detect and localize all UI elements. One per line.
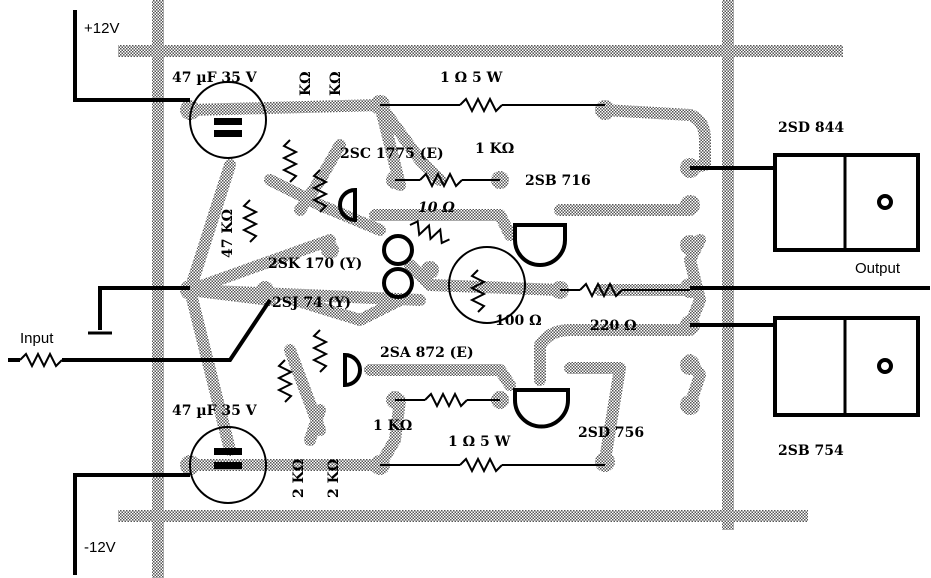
label-r-1k-bottom: 1 KΩ: [373, 418, 412, 434]
label-2sj74: 2SJ 74 (Y): [272, 295, 351, 311]
jfet-2sj74: [382, 267, 414, 299]
transistor-2sc1775: [338, 187, 357, 223]
copper-traces: [180, 95, 711, 475]
label-r-1k-top: 1 KΩ: [475, 141, 514, 157]
label-2sd756: 2SD 756: [578, 425, 644, 441]
jfet-2sk170: [382, 234, 414, 266]
label-2sa872: 2SA 872 (E): [380, 345, 474, 361]
label-pot-100: 100 Ω: [495, 313, 542, 329]
potentiometer-100: [448, 246, 526, 324]
label-r-top-kohm-1: KΩ: [298, 71, 314, 96]
label-output: Output: [855, 260, 901, 277]
label-input: Input: [20, 330, 54, 347]
transistor-2sd756: [513, 388, 570, 429]
label-r-10: 10 Ω: [418, 200, 455, 216]
label-r-220: 220 Ω: [590, 318, 637, 334]
label-minus-12v: -12V: [84, 539, 116, 556]
capacitor-bottom: [189, 426, 267, 504]
label-2sc1775: 2SC 1775 (E): [340, 146, 444, 162]
transistor-2sa872: [343, 352, 362, 388]
label-2sb716: 2SB 716: [525, 173, 591, 189]
label-r-bottom-2k-1: 2 KΩ: [291, 459, 307, 498]
label-r-47k: 47 KΩ: [220, 209, 236, 258]
external-wiring: [8, 10, 930, 575]
transistor-2sb716: [513, 223, 567, 267]
label-r-top-power: 1 Ω 5 W: [440, 70, 503, 86]
label-2sb754: 2SB 754: [778, 443, 844, 459]
label-r-bottom-2k-2: 2 KΩ: [326, 459, 342, 498]
label-2sd844: 2SD 844: [778, 120, 844, 136]
label-plus-12v: +12V: [84, 20, 119, 37]
board-frame: [118, 0, 843, 578]
label-r-bottom-power: 1 Ω 5 W: [448, 434, 511, 450]
label-cap-bottom: 47 µF 35 V: [172, 403, 258, 419]
label-cap-top: 47 µF 35 V: [172, 70, 258, 86]
label-r-top-kohm-2: KΩ: [328, 71, 344, 96]
power-transistor-2sd844: [773, 153, 920, 252]
power-transistor-2sb754: [773, 316, 920, 417]
capacitor-top: [189, 81, 267, 159]
label-2sk170: 2SK 170 (Y): [268, 256, 362, 272]
